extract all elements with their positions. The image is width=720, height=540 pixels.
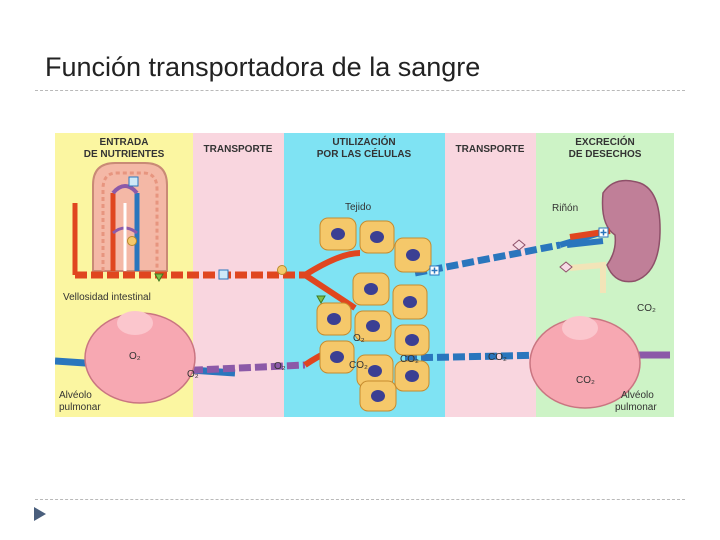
slide-bullet-icon (33, 506, 47, 522)
o2-tissue-entry-label: O₂ (274, 361, 286, 372)
panel-header-5a: EXCRECIÓN (575, 135, 634, 148)
villus-label: Vellosidad intestinal (63, 292, 151, 303)
alveolus-right-label-2: pulmonar (615, 402, 657, 413)
panel-header-1a: ENTRADA (100, 137, 149, 148)
panel-header-5b: DE DESECHOS (569, 149, 642, 160)
panel-transport-right (445, 133, 536, 417)
panel-header-3b: POR LAS CÉLULAS (317, 147, 412, 160)
o2-cell-label: O₂ (353, 333, 365, 344)
plus-waste-icon-2 (599, 228, 608, 237)
plus-waste-icon (430, 266, 439, 275)
o2-vessel-label: O₂ (187, 369, 199, 380)
alveolus-left-label-2: pulmonar (59, 402, 101, 413)
co2-cell-label: CO₂ (349, 360, 368, 371)
slide-title: Función transportadora de la sangre (45, 52, 480, 83)
o2-lung-label: O₂ (129, 351, 141, 362)
circle-nutrient-icon (128, 237, 137, 246)
co2-tissue-exit-label: CO₂ (400, 354, 419, 365)
panel-header-1b: DE NUTRIENTES (84, 149, 165, 160)
alveolus-right-label-1: Alvéolo (621, 390, 654, 401)
kidney-label: Riñón (552, 203, 578, 214)
circle-nutrient-icon-2 (278, 266, 287, 275)
panel-header-4: TRANSPORTE (456, 144, 525, 155)
alveolus-left-label-1: Alvéolo (59, 390, 92, 401)
panel-header-2: TRANSPORTE (204, 144, 273, 155)
co2-transport-label: CO₂ (488, 352, 507, 363)
blood-transport-diagram: ENTRADA DE NUTRIENTES TRANSPORTE UTILIZA… (55, 133, 674, 417)
square-nutrient-icon (129, 177, 138, 186)
title-divider (35, 90, 685, 91)
co2-alveolus-label: CO₂ (576, 375, 595, 386)
square-nutrient-icon-2 (219, 270, 228, 279)
co2-kidney-label: CO₂ (637, 303, 656, 314)
footer-divider (35, 499, 685, 500)
tissue-label: Tejido (345, 202, 372, 213)
panel-header-3a: UTILIZACIÓN (332, 135, 395, 148)
